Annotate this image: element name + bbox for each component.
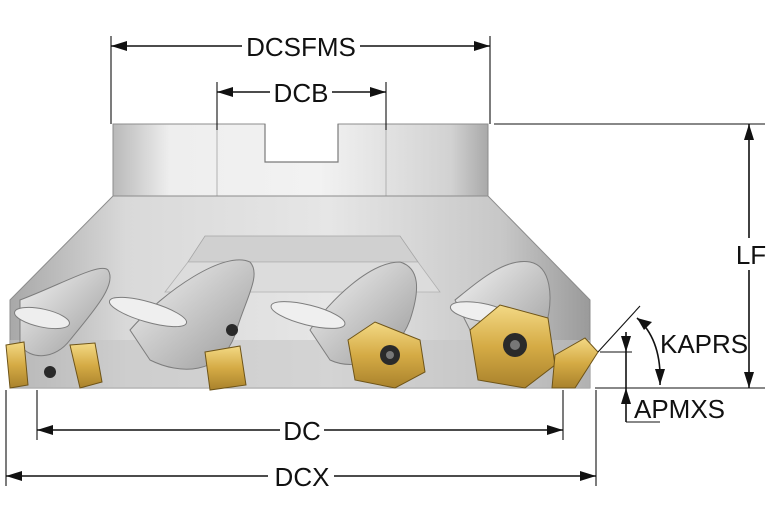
apmxs-label: APMXS [634,394,725,424]
insert-2 [69,342,103,389]
dimension-lines: DCSFMS DCB LF KAPRS APMXS [5,32,766,492]
screw-icon [226,324,238,336]
inserts [5,304,599,391]
dcb-label: DCB [274,78,329,108]
insert-6 [551,337,599,389]
dcx-label: DCX [275,462,330,492]
flute-1 [19,267,111,357]
cutter-body [9,123,591,389]
screw-icon [44,366,56,378]
dc-label: DC [283,416,321,446]
dcsfms-label: DCSFMS [246,32,356,62]
lf-label: LF [736,240,766,270]
kaprs-label: KAPRS [660,329,748,359]
insert-3 [204,345,247,391]
flute-2 [129,259,255,370]
insert-1 [5,341,29,389]
keyway-slot [265,124,338,162]
